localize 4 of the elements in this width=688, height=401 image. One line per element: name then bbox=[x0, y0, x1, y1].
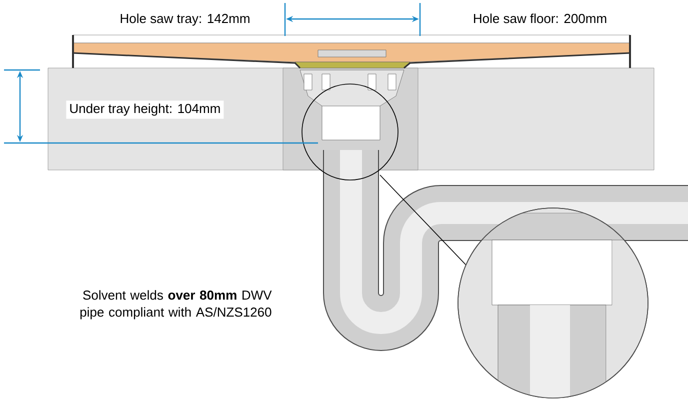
dimension-label: Hole saw tray: 142mm bbox=[120, 14, 250, 26]
dimension-label: Hole saw floor: 200mm bbox=[474, 14, 606, 24]
note-text: Solvent welds over 80mm DWV pipe compliant with AS/NZS1260 bbox=[80, 290, 272, 320]
dimension-label: Under tray height: 104mm bbox=[66, 100, 224, 119]
